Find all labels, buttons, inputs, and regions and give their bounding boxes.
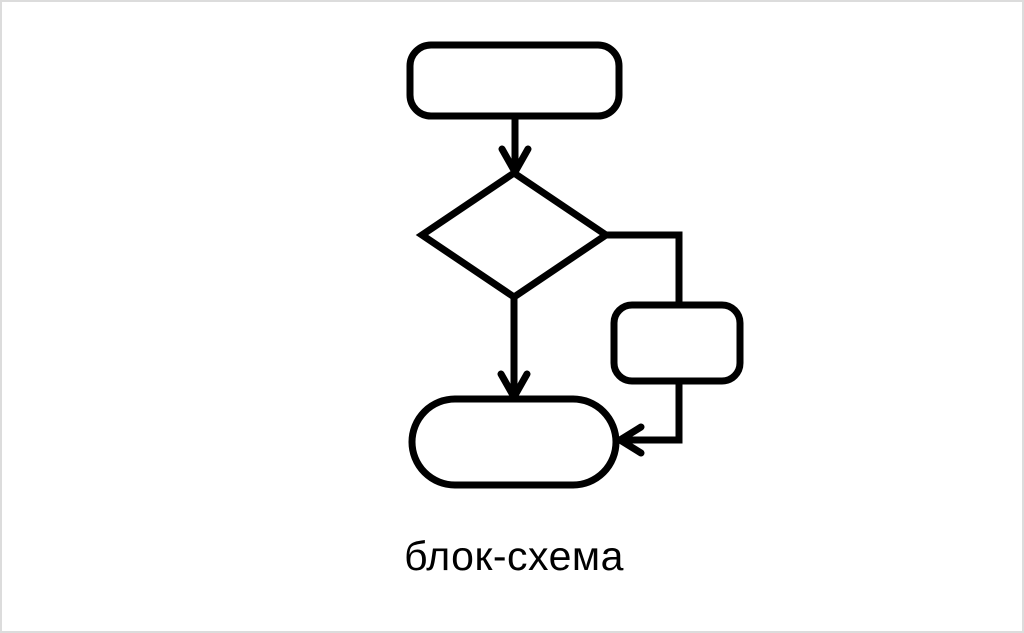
node-decision-diamond xyxy=(415,168,613,302)
node-start-terminator xyxy=(406,41,623,120)
node-process xyxy=(610,301,744,385)
edge-decision-to-process xyxy=(602,231,683,307)
node-end-terminator xyxy=(408,395,620,489)
edge-process-to-end xyxy=(623,379,683,444)
diagram-caption: блок-схема xyxy=(404,533,624,579)
flowchart-group xyxy=(406,41,744,489)
arrowhead-process-to-end xyxy=(613,423,645,457)
